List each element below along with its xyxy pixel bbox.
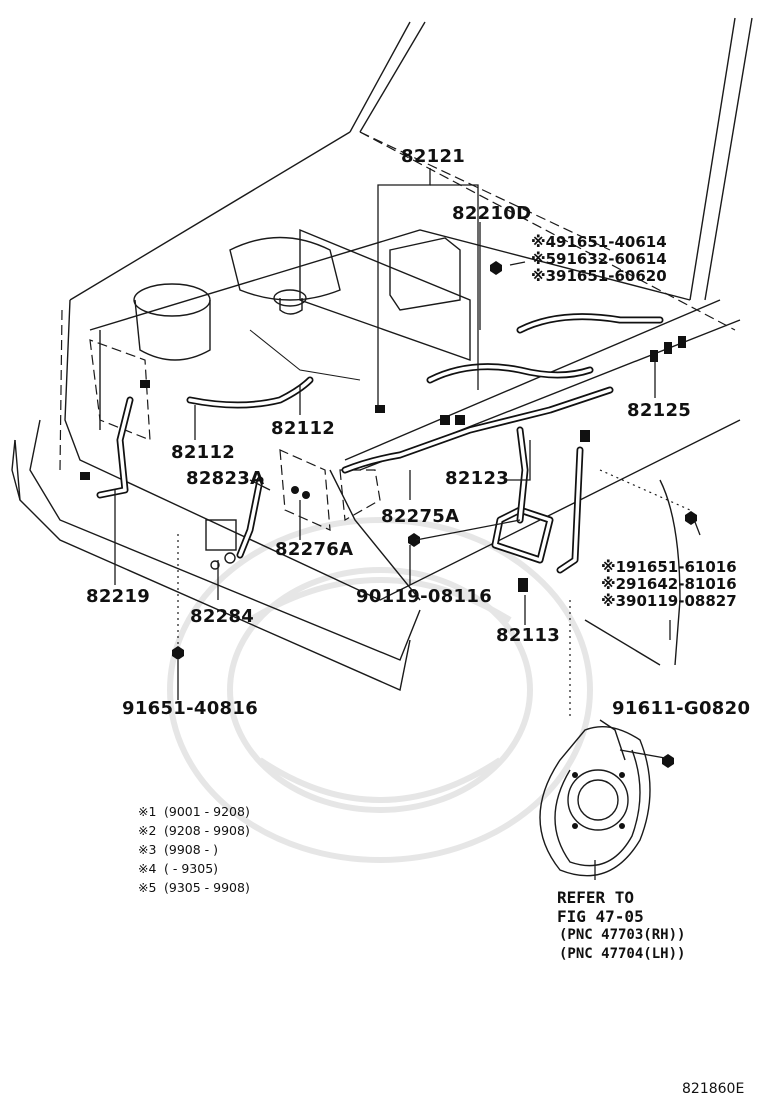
callout-82125: 82125	[627, 400, 692, 421]
variant-part: 91642-81016	[626, 575, 737, 593]
variant-mark: ※3	[601, 592, 627, 610]
grille-lamp	[89, 339, 381, 531]
variant-right-3: ※390119-08827	[601, 594, 737, 609]
variant-part: 91651-61016	[626, 558, 737, 576]
legend-range: (9305 - 9908)	[164, 880, 250, 895]
variant-top-3: ※391651-60620	[531, 269, 667, 284]
legend-code: ※3	[138, 842, 157, 857]
variant-part: 91651-60620	[556, 267, 667, 285]
legend-row: ※2 (9208 - 9908)	[138, 823, 250, 838]
figure-id: 821860E	[682, 1081, 745, 1097]
watermark-emblem	[167, 517, 593, 863]
variant-part: 90119-08827	[626, 592, 737, 610]
callout-82276A: 82276A	[275, 539, 354, 560]
legend-code: ※2	[138, 823, 157, 838]
refer-line-1: REFER TO	[557, 888, 635, 907]
brake-dust-cover	[539, 719, 651, 877]
legend-range: (9001 - 9208)	[164, 804, 250, 819]
radiator	[133, 228, 471, 381]
callout-82823A: 82823A	[186, 468, 265, 489]
callout-90119-08116: 90119-08116	[356, 586, 493, 607]
refer-line-4: (PNC 47704(LH))	[559, 946, 686, 962]
variant-top-2: ※591632-60614	[531, 252, 667, 267]
wire-harness	[96, 313, 664, 574]
hood-outline	[69, 17, 753, 331]
variant-mark: ※3	[531, 267, 557, 285]
bolts	[172, 261, 697, 768]
legend-row: ※4 ( - 9305)	[138, 861, 219, 876]
variant-part: 91651-40614	[556, 233, 667, 251]
callout-82112-right: 82112	[271, 418, 336, 439]
callout-82121: 82121	[401, 146, 466, 167]
callout-91651-40816: 91651-40816	[122, 698, 259, 719]
callout-82275A: 82275A	[381, 506, 460, 527]
legend-code: ※4	[138, 861, 157, 876]
legend-row: ※1 (9001 - 9208)	[138, 804, 250, 819]
callout-82113: 82113	[496, 625, 561, 646]
legend-row: ※5 (9305 - 9908)	[138, 880, 250, 895]
callout-82210D: 82210D	[452, 203, 532, 224]
variant-mark: ※2	[601, 575, 627, 593]
refer-line-3: (PNC 47703(RH))	[559, 927, 686, 943]
variant-right-2: ※291642-81016	[601, 577, 737, 592]
variant-part: 91632-60614	[556, 250, 667, 268]
callout-82112-left: 82112	[171, 442, 236, 463]
legend-range: ( - 9305)	[164, 861, 219, 876]
legend-range: (9908 - )	[164, 842, 219, 857]
callout-91611-G0820: 91611-G0820	[612, 698, 751, 719]
legend-range: (9208 - 9908)	[164, 823, 250, 838]
variant-mark: ※4	[531, 233, 557, 251]
connectors	[80, 336, 686, 592]
variant-mark: ※5	[531, 250, 557, 268]
callout-82123: 82123	[445, 468, 510, 489]
legend-row: ※3 (9908 - )	[138, 842, 219, 857]
callout-82219: 82219	[86, 586, 151, 607]
variant-top-1: ※491651-40614	[531, 235, 667, 250]
engine-body	[11, 229, 741, 691]
leader-lines	[114, 168, 701, 880]
refer-line-2: FIG 47-05	[557, 907, 644, 926]
variant-mark: ※1	[601, 558, 627, 576]
callout-82284: 82284	[190, 606, 255, 627]
variant-right-1: ※191651-61016	[601, 560, 737, 575]
legend-code: ※5	[138, 880, 157, 895]
legend-code: ※1	[138, 804, 157, 819]
